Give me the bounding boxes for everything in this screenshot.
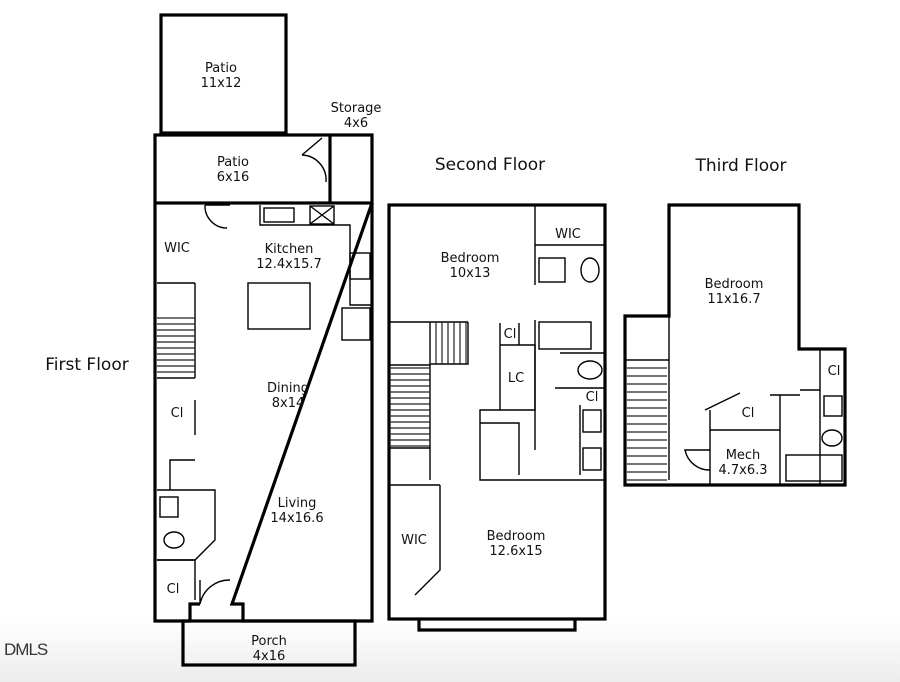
stairs: [157, 317, 195, 379]
stairs: [389, 322, 467, 447]
room-size: 4x6: [344, 116, 368, 131]
third-floor-walls: [623, 203, 847, 487]
room-name: Bedroom: [487, 529, 546, 544]
second-floor-title: Second Floor: [435, 155, 545, 175]
room-name: WIC: [164, 241, 190, 256]
room-name: Storage: [331, 101, 382, 116]
room-size: 10x13: [450, 266, 491, 281]
stairs: [627, 359, 667, 481]
first-floor: [153, 13, 374, 667]
room-label-wic: WIC: [401, 533, 427, 548]
room-name: Cl: [828, 364, 841, 379]
labels: First Floor Second Floor Third Floor: [45, 155, 786, 375]
room-name: Living: [278, 496, 317, 511]
room-name: Cl: [171, 406, 184, 421]
room-name: Porch: [251, 634, 287, 649]
room-name: Patio: [217, 155, 249, 170]
room-name: Kitchen: [265, 242, 314, 257]
second-floor: [387, 203, 607, 632]
room-name: Dining: [267, 381, 309, 396]
mls-watermark: DMLS: [4, 640, 48, 659]
room-label-cl: Cl: [586, 390, 599, 405]
room-name: LC: [508, 371, 524, 386]
room-size: 11x12: [201, 76, 242, 91]
room-name: Bedroom: [441, 251, 500, 266]
room-name: Patio: [205, 61, 237, 76]
room-name: WIC: [401, 533, 427, 548]
patio-upper-wall: [159, 13, 288, 135]
room-name: WIC: [555, 227, 581, 242]
room-size: 12.6x15: [489, 544, 542, 559]
patio-lower-wall: [153, 133, 374, 205]
room-name: Bedroom: [705, 277, 764, 292]
room-label-wic: WIC: [555, 227, 581, 242]
room-size: 6x16: [217, 170, 250, 185]
room-size: 4.7x6.3: [718, 463, 767, 478]
second-floor-walls: [387, 203, 607, 621]
room-size: 4x16: [253, 649, 286, 664]
room-size: 11x16.7: [707, 292, 760, 307]
room-label-wic: WIC: [164, 241, 190, 256]
room-size: 12.4x15.7: [256, 257, 322, 272]
first-floor-title: First Floor: [45, 355, 128, 375]
room-name: Mech: [726, 448, 761, 463]
room-label-lc: LC: [508, 371, 524, 386]
room-size: 8x14: [272, 396, 305, 411]
room-name: Cl: [167, 582, 180, 597]
room-name: Cl: [742, 406, 755, 421]
room-name: Cl: [504, 327, 517, 342]
room-label-cl: Cl: [504, 327, 517, 342]
third-floor-title: Third Floor: [694, 156, 786, 176]
kitchen-island: [247, 282, 311, 330]
porch-wall: [181, 619, 357, 667]
room-size: 14x16.6: [270, 511, 323, 526]
third-floor: [623, 203, 847, 487]
room-label-cl: Cl: [171, 406, 184, 421]
room-label-cl: Cl: [828, 364, 841, 379]
room-label-cl: Cl: [742, 406, 755, 421]
room-name: Cl: [586, 390, 599, 405]
room-label-cl: Cl: [167, 582, 180, 597]
